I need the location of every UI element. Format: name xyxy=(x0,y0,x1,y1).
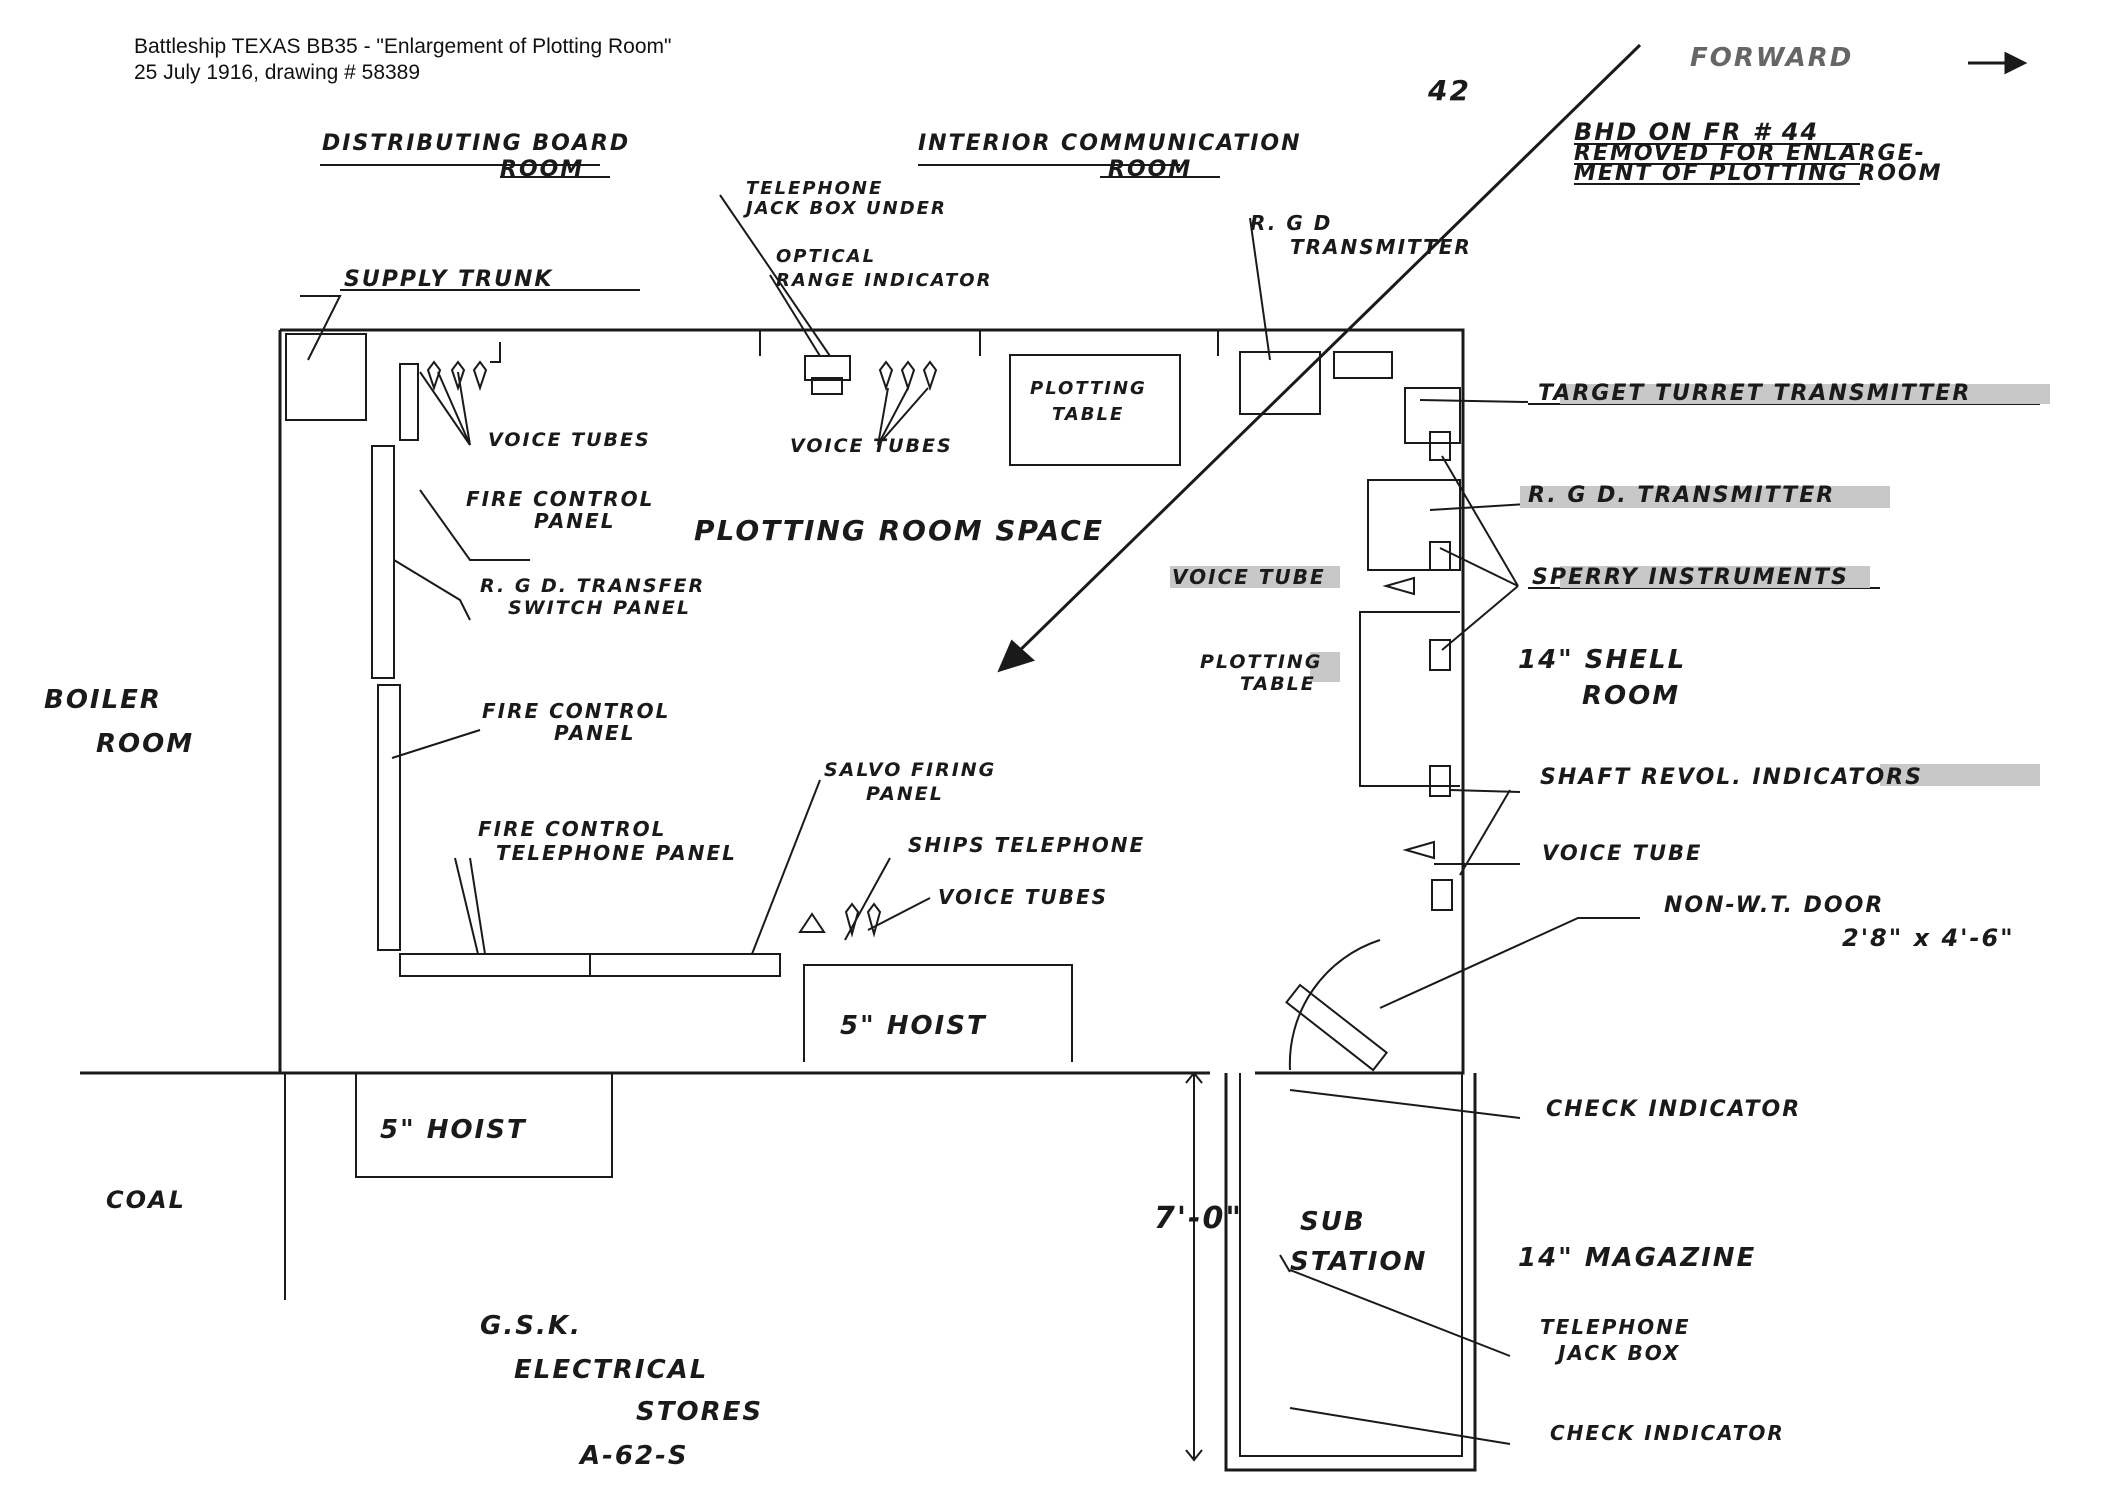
label-hoist-inside: 5" HOIST xyxy=(840,1011,987,1041)
label-gsk-1: G.S.K. xyxy=(480,1311,582,1341)
label-bhd-1: BHD ON FR # 44 xyxy=(1574,118,1819,146)
label-highlights xyxy=(1170,384,2050,786)
label-shaft-revol: SHAFT REVOL. INDICATORS xyxy=(1540,765,1923,790)
label-fire-control-panel-2a: FIRE CONTROL xyxy=(482,699,670,723)
label-voice-tubes-1: VOICE TUBES xyxy=(488,429,651,451)
label-rgd-transfer-2: SWITCH PANEL xyxy=(508,597,691,619)
label-supply-trunk: SUPPLY TRUNK xyxy=(344,267,553,292)
label-voice-tubes-2: VOICE TUBES xyxy=(790,435,953,457)
label-bhd-2: REMOVED FOR ENLARGE- xyxy=(1574,141,1926,166)
label-rgd-2: TRANSMITTER xyxy=(1290,235,1472,259)
label-fire-control-panel-2b: PANEL xyxy=(554,721,635,745)
label-hoist-lower: 5" HOIST xyxy=(380,1115,527,1145)
label-gsk-4: A-62-S xyxy=(578,1441,689,1471)
label-rgd-transfer-1: R. G D. TRANSFER xyxy=(480,575,705,597)
label-fire-tel-1: FIRE CONTROL xyxy=(478,817,666,841)
label-rgd-1: R. G D xyxy=(1250,211,1332,235)
label-ships-telephone: SHIPS TELEPHONE xyxy=(908,833,1145,857)
label-voice-tube-right: VOICE TUBE xyxy=(1172,565,1326,589)
label-bhd-3: MENT OF PLOTTING ROOM xyxy=(1574,161,1943,186)
label-fire-control-panel-1b: PANEL xyxy=(534,509,615,533)
label-plotting-table-1: PLOTTING xyxy=(1030,378,1147,399)
label-distributing-room: ROOM xyxy=(500,157,584,182)
label-plotting-table-1b: TABLE xyxy=(1052,404,1124,425)
label-dim-7-0: 7'-0" xyxy=(1154,1201,1243,1236)
label-sub-station-1: SUB xyxy=(1300,1207,1366,1237)
label-group: 42 FORWARD BHD ON FR # 44 REMOVED FOR EN… xyxy=(44,43,2015,1471)
label-check-indicator-1: CHECK INDICATOR xyxy=(1546,1097,1801,1122)
label-salvo-2: PANEL xyxy=(866,783,944,805)
plan-linework xyxy=(80,43,2040,1472)
label-rgd-transmitter-right: R. G D. TRANSMITTER xyxy=(1528,483,1835,508)
label-boiler-2: ROOM xyxy=(96,729,194,759)
label-target-turret: TARGET TURRET TRANSMITTER xyxy=(1538,381,1971,406)
label-non-wt-2: 2'8" x 4'-6" xyxy=(1842,924,2015,952)
label-salvo-1: SALVO FIRING xyxy=(824,759,996,781)
label-telephone-jack-1: TELEPHONE xyxy=(746,178,883,199)
label-plotting-room-space: PLOTTING ROOM SPACE xyxy=(694,514,1104,547)
label-forward: FORWARD xyxy=(1690,43,1853,73)
caption-subtitle: 25 July 1916, drawing # 58389 xyxy=(134,61,421,84)
label-interior-room: ROOM xyxy=(1108,157,1192,182)
label-plotting-table-2b: TABLE xyxy=(1240,673,1316,695)
label-optical-2: RANGE INDICATOR xyxy=(776,270,992,291)
label-gsk-2: ELECTRICAL xyxy=(514,1355,708,1385)
label-sperry: SPERRY INSTRUMENTS xyxy=(1532,565,1849,590)
label-gsk-3: STORES xyxy=(636,1397,763,1427)
label-plotting-table-2a: PLOTTING xyxy=(1200,651,1322,673)
label-fire-tel-2: TELEPHONE PANEL xyxy=(496,841,737,865)
label-voice-tubes-3: VOICE TUBES xyxy=(938,885,1108,909)
label-telephone-jack-box-1: TELEPHONE xyxy=(1540,1315,1691,1339)
label-magazine: 14" MAGAZINE xyxy=(1518,1243,1756,1273)
label-boiler-1: BOILER xyxy=(44,685,162,715)
label-non-wt-1: NON-W.T. DOOR xyxy=(1664,893,1884,918)
label-check-indicator-2: CHECK INDICATOR xyxy=(1550,1421,1785,1445)
label-optical-1: OPTICAL xyxy=(776,246,876,267)
label-interior-comm: INTERIOR COMMUNICATION xyxy=(918,131,1302,156)
label-telephone-jack-box-2: JACK BOX xyxy=(1554,1341,1680,1365)
label-coal: COAL xyxy=(106,1186,186,1214)
label-telephone-jack-2: JACK BOX UNDER xyxy=(743,198,947,219)
label-fire-control-panel-1a: FIRE CONTROL xyxy=(466,487,654,511)
label-sub-station-2: STATION xyxy=(1290,1247,1427,1277)
caption-title: Battleship TEXAS BB35 - "Enlargement of … xyxy=(134,35,672,58)
label-voice-tube-right-2: VOICE TUBE xyxy=(1542,841,1702,865)
label-shell-room-2: ROOM xyxy=(1582,681,1680,711)
label-shell-room-1: 14" SHELL xyxy=(1518,645,1686,675)
label-frame-number: 42 xyxy=(1427,74,1471,107)
label-distributing-board: DISTRIBUTING BOARD xyxy=(322,131,630,156)
